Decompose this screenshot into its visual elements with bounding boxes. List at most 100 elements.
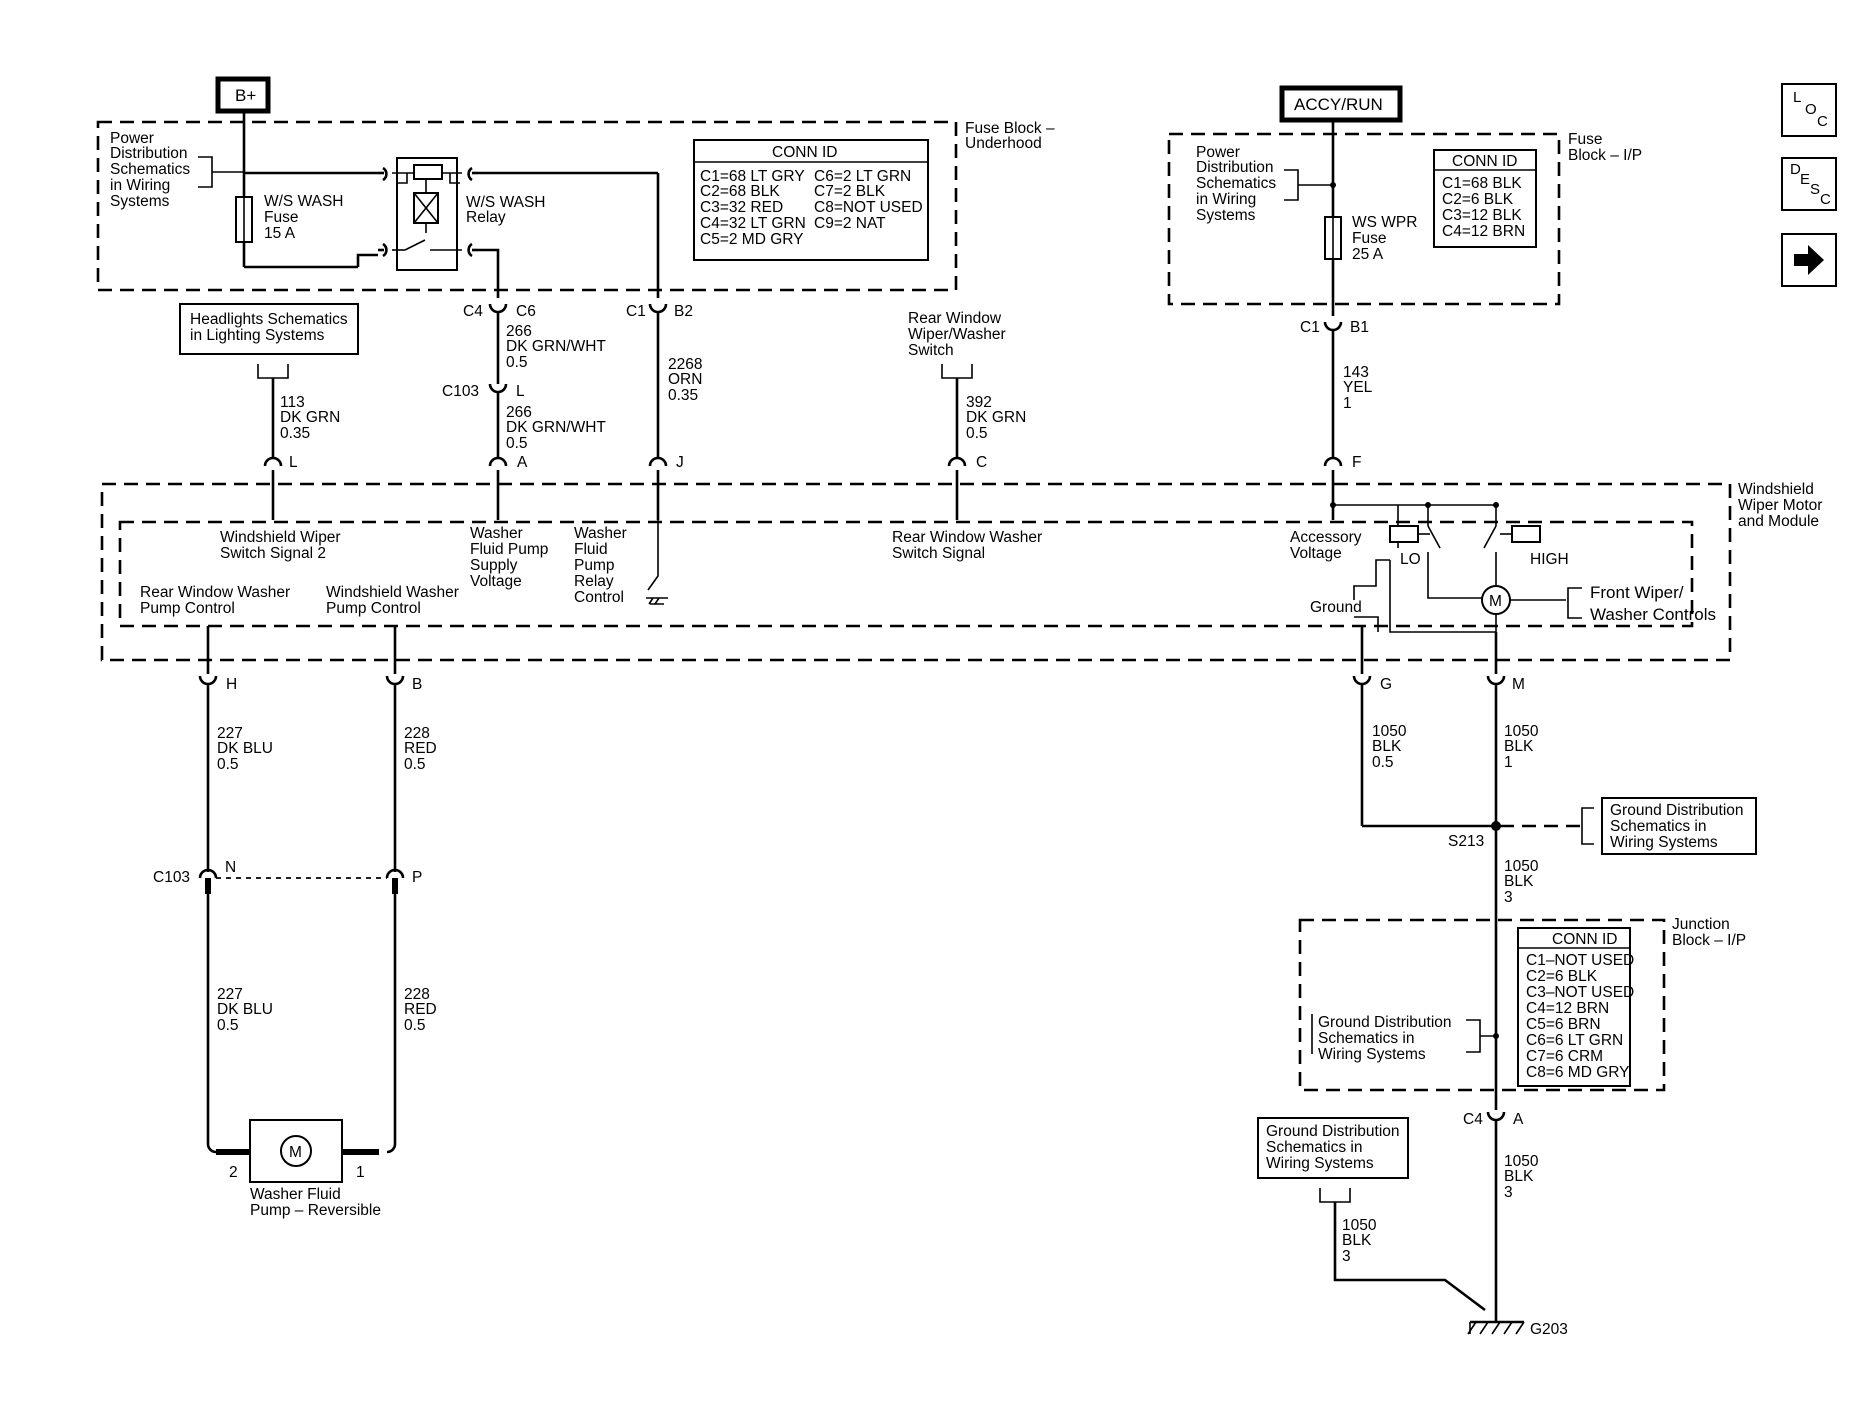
washer-fluid-pump: M 2 1 Washer Fluid Pump – Reversible xyxy=(206,1119,397,1219)
rear-window-switch-ref: Rear Window Wiper/Washer Switch xyxy=(908,310,1006,379)
svg-text:C9=2 NAT: C9=2 NAT xyxy=(814,215,886,232)
wire-1050-c4-1: 1050 xyxy=(1504,1153,1539,1170)
wire-392-1: 392 xyxy=(966,394,992,411)
svg-text:in Wiring: in Wiring xyxy=(1196,191,1256,208)
module-pin-b: B xyxy=(385,675,422,693)
loc-letter-l: L xyxy=(1793,89,1801,106)
sig-accessory-1: Accessory xyxy=(1290,529,1362,546)
svg-text:in Lighting Systems: in Lighting Systems xyxy=(190,327,325,344)
wire-227-lower-2: DK BLU xyxy=(217,1001,273,1018)
svg-text:in Wiring: in Wiring xyxy=(110,177,170,194)
svg-text:Schematics: Schematics xyxy=(1196,175,1276,192)
junction-block-title-1: Junction xyxy=(1672,916,1730,933)
svg-text:N: N xyxy=(225,859,236,876)
svg-text:Distribution: Distribution xyxy=(1196,159,1274,176)
desc-letter-s: S xyxy=(1810,181,1820,198)
next-arrow-button[interactable] xyxy=(1781,233,1837,287)
connector-c4-a: C4 A xyxy=(1463,1111,1524,1128)
wire-266-lower-1: 266 xyxy=(506,404,532,421)
wire-1050-g-3: 0.5 xyxy=(1372,754,1394,771)
svg-text:B2: B2 xyxy=(674,303,693,320)
svg-text:1: 1 xyxy=(356,1164,365,1181)
wire-1050-m-1: 1050 xyxy=(1504,723,1539,740)
svg-text:Headlights Schematics: Headlights Schematics xyxy=(190,311,348,328)
wire-266-upper-1: 266 xyxy=(506,323,532,340)
loc-button[interactable]: L O C xyxy=(1781,83,1837,137)
wire-1050-g-2: BLK xyxy=(1372,738,1402,755)
wiper-module-inner-box xyxy=(118,520,1694,628)
svg-text:Rear Window: Rear Window xyxy=(908,310,1002,327)
svg-text:ACCY/RUN: ACCY/RUN xyxy=(1294,95,1383,114)
connector-c4-c6: C4 C6 xyxy=(463,303,536,320)
svg-text:Washer Controls: Washer Controls xyxy=(1590,605,1716,624)
svg-text:HIGH: HIGH xyxy=(1530,551,1569,568)
svg-text:Wiper/Washer: Wiper/Washer xyxy=(908,326,1006,343)
svg-text:P: P xyxy=(412,869,422,886)
svg-text:L: L xyxy=(516,383,525,400)
svg-text:Wiring Systems: Wiring Systems xyxy=(1318,1046,1426,1063)
splice-s213: S213 xyxy=(1448,821,1501,850)
svg-text:H: H xyxy=(226,676,237,693)
svg-text:Power: Power xyxy=(1196,144,1240,161)
svg-text:C3=32 RED: C3=32 RED xyxy=(700,199,783,216)
svg-text:L: L xyxy=(289,454,298,471)
sig-pump-supply-2: Fluid Pump xyxy=(470,541,548,558)
svg-text:Schematics in: Schematics in xyxy=(1266,1139,1362,1156)
desc-letter-d: D xyxy=(1790,161,1801,178)
fuse-block-ip-title-1: Fuse xyxy=(1568,131,1602,148)
wire-228-upper-3: 0.5 xyxy=(404,756,426,773)
power-dist-ref-underhood: Power Distribution Schematics in Wiring … xyxy=(110,130,244,210)
svg-text:Systems: Systems xyxy=(110,193,170,210)
wire-1050-m-2: BLK xyxy=(1504,738,1534,755)
internal-ground-icon xyxy=(646,520,668,605)
svg-text:A: A xyxy=(517,454,528,471)
wire-113-2: DK GRN xyxy=(280,409,340,426)
wire-113-1: 113 xyxy=(280,394,305,411)
wire-1050-c4-2: BLK xyxy=(1504,1168,1534,1185)
svg-text:LO: LO xyxy=(1400,551,1421,568)
sig-ws-pump-2: Pump Control xyxy=(326,600,421,617)
svg-text:C2=6 BLK: C2=6 BLK xyxy=(1442,191,1514,208)
svg-text:C8=6 MD GRY: C8=6 MD GRY xyxy=(1526,1064,1630,1081)
connector-c103-np: C103 N P xyxy=(153,859,422,894)
bplus-source: B+ xyxy=(215,76,271,114)
wire-1050-s213-2: BLK xyxy=(1504,873,1534,890)
wire-227-upper-2: DK BLU xyxy=(217,740,273,757)
module-pin-j: J xyxy=(648,454,684,471)
wire-266-upper-3: 0.5 xyxy=(506,354,528,371)
wire-227-lower-1: 227 xyxy=(217,986,243,1003)
svg-text:C103: C103 xyxy=(153,869,190,886)
svg-text:M: M xyxy=(1489,593,1502,610)
wire-228-lower-1: 228 xyxy=(404,986,430,1003)
sig-rear-pump-2: Pump Control xyxy=(140,600,235,617)
desc-button[interactable]: D E S C xyxy=(1781,157,1837,211)
svg-text:Ground Distribution: Ground Distribution xyxy=(1318,1014,1452,1031)
desc-letter-c: C xyxy=(1820,191,1831,208)
svg-text:Systems: Systems xyxy=(1196,207,1256,224)
fuse-block-underhood-box xyxy=(96,120,958,292)
headlights-schematics-ref: Headlights Schematics in Lighting System… xyxy=(179,303,359,379)
svg-text:Wiring Systems: Wiring Systems xyxy=(1610,834,1718,851)
wire-1050-gnd-2: BLK xyxy=(1342,1232,1372,1249)
connector-c1-b1: C1 B1 xyxy=(1300,319,1369,336)
svg-text:Schematics in: Schematics in xyxy=(1318,1030,1414,1047)
svg-text:G203: G203 xyxy=(1530,1321,1568,1338)
svg-text:Schematics: Schematics xyxy=(110,161,190,178)
svg-text:C5=6 BRN: C5=6 BRN xyxy=(1526,1016,1601,1033)
module-pin-l: L xyxy=(263,454,298,471)
power-dist-ref-ip: Power Distribution Schematics in Wiring … xyxy=(1196,144,1336,224)
svg-text:Switch: Switch xyxy=(908,342,954,359)
sig-pump-relay-2: Fluid xyxy=(574,541,608,558)
svg-text:C1: C1 xyxy=(626,303,646,320)
sig-rear-pump-1: Rear Window Washer xyxy=(140,584,290,601)
module-pin-f: F xyxy=(1323,454,1361,471)
wire-227-upper-3: 0.5 xyxy=(217,756,239,773)
svg-text:C2=6 BLK: C2=6 BLK xyxy=(1526,968,1598,985)
ws-wash-fuse-label-3: 15 A xyxy=(264,225,296,242)
wire-2268-3: 0.35 xyxy=(668,387,698,404)
ws-wpr-fuse-label-3: 25 A xyxy=(1352,246,1384,263)
sig-ws-wiper-2-line2: Switch Signal 2 xyxy=(220,545,326,562)
svg-text:B1: B1 xyxy=(1350,319,1369,336)
wire-1050-g-1: 1050 xyxy=(1372,723,1407,740)
junction-block-title-2: Block – I/P xyxy=(1672,932,1746,949)
